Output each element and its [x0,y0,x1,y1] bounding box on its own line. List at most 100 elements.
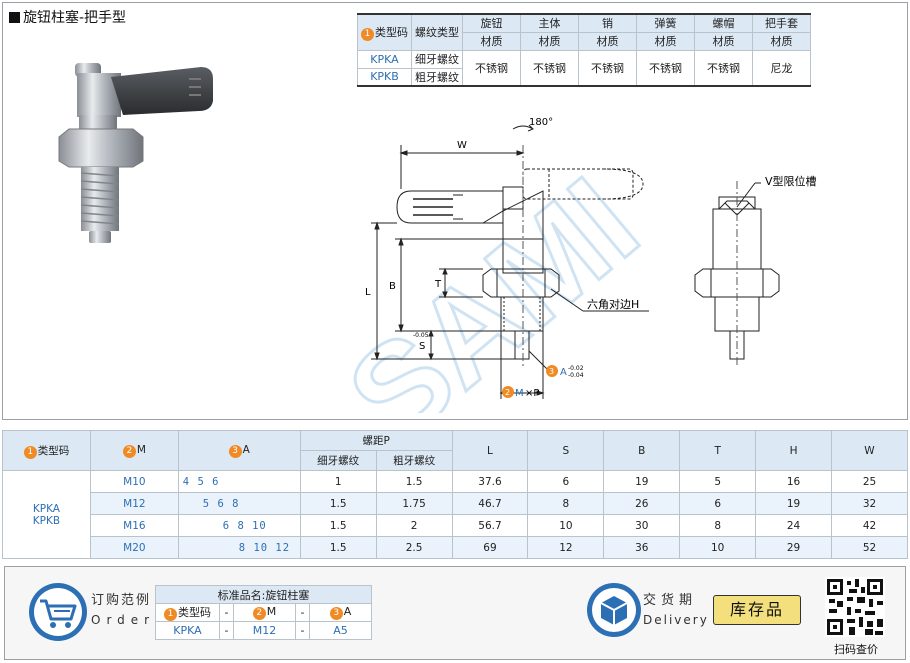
qr-label: 扫码查价 [834,643,878,656]
qr-code-icon[interactable] [825,577,885,637]
spec-col-thread-type: 螺纹类型 [411,13,463,51]
spec-col-nut: 螺帽 [694,13,753,33]
badge-1: 1 [361,27,374,41]
order-sep: - [295,621,310,640]
dim-header-h: H [755,430,832,471]
cell-fine: 1.5 [299,514,377,537]
cell-t: 10 [679,536,757,559]
dim-a-tol-bot: -0.04 [568,372,584,379]
dim-header-pitch: 螺距P [299,430,453,451]
cell-t: 8 [679,514,757,537]
badge-m: 2 [505,388,510,397]
in-stock-button[interactable]: 库存品 [713,595,801,625]
cell-a: 5 6 8 [177,492,301,515]
cell-w: 42 [831,514,908,537]
dim-header-s: S [527,430,605,471]
order-std-name: 标准品名:旋钮柱塞 [155,585,372,604]
spec-material: 不锈钢 [694,49,753,87]
cell-m: M16 [89,514,179,537]
dim-header-t: T [679,430,757,471]
cell-b: 26 [603,492,681,515]
cell-w: 52 [831,536,908,559]
cell-coarse: 2 [375,514,453,537]
spec-material: 不锈钢 [520,49,579,87]
cell-s: 6 [527,470,605,493]
cell-t: 6 [679,492,757,515]
spec-material: 不锈钢 [636,49,695,87]
table-row: M16 6 8 10 1.5 2 56.7 10 30 8 24 42 [3,514,908,537]
cell-fine: 1.5 [299,492,377,515]
cell-h: 16 [755,470,832,493]
order-sep: - [219,621,234,640]
dim-w-label: W [457,140,467,151]
cell-fine: 1 [299,470,377,493]
cell-m: M10 [89,470,179,493]
dim-a-tol-top: -0.02 [568,365,584,372]
cell-s: 12 [527,536,605,559]
spec-sub-material: 材质 [694,31,753,51]
dim-m-label: M [515,388,524,399]
cell-coarse: 1.5 [375,470,453,493]
spec-material: 不锈钢 [578,49,637,87]
rotation-label: 180° [529,117,553,128]
cell-h: 29 [755,536,832,559]
cell-a: 8 10 12 [177,536,301,559]
cell-b: 30 [603,514,681,537]
order-title: 订购范例 [91,593,152,608]
spec-col-pin: 销 [578,13,637,33]
order-sep: - [219,603,234,622]
dim-header-l: L [451,430,529,471]
order-val-type: KPKA [155,621,220,640]
order-sep: - [295,603,310,622]
title-square-icon [9,12,20,23]
spec-sub-material: 材质 [578,31,637,51]
spec-material: 不锈钢 [462,49,521,87]
package-box-icon [587,583,641,637]
cell-w: 25 [831,470,908,493]
cell-h: 19 [755,492,832,515]
v-groove-label: V型限位槽 [765,174,817,188]
table-row: M12 5 6 8 1.5 1.75 46.7 8 26 6 19 32 [3,492,908,515]
cell-coarse: 1.75 [375,492,453,515]
page-title: 旋钮柱塞-把手型 [9,7,126,27]
order-subtitle: Order [91,613,156,627]
spec-sub-material: 材质 [462,31,521,51]
spec-thread: 细牙螺纹 [411,49,463,69]
spec-sub-material: 材质 [752,31,811,51]
dim-s-tolerance: -0.05 [413,332,429,339]
cell-fine: 1.5 [299,536,377,559]
cell-m: M12 [89,492,179,515]
spec-type-code: KPKB [357,67,412,87]
cell-t: 5 [679,470,757,493]
cell-l: 56.7 [451,514,529,537]
dim-t-label: T [434,279,442,290]
spec-col-sleeve: 把手套 [752,13,811,33]
cell-m: M20 [89,536,179,559]
page-title-text: 旋钮柱塞-把手型 [23,10,127,26]
dim-header-fine: 细牙螺纹 [299,450,377,471]
cell-h: 24 [755,514,832,537]
order-val-a: A5 [309,621,372,640]
dim-p-label: ×P [525,388,539,399]
cell-w: 32 [831,492,908,515]
dim-header-b: B [603,430,681,471]
product-photo [58,63,213,243]
dim-header-w: W [831,430,908,471]
cell-l: 46.7 [451,492,529,515]
badge-a: 3 [549,367,554,376]
technical-drawing: 180° W L B T S -0.05 六角对边H V型限位槽 3 A -0.… [365,117,817,399]
delivery-title: 交货期 [643,593,698,608]
cell-a: 4 5 6 [177,470,301,493]
